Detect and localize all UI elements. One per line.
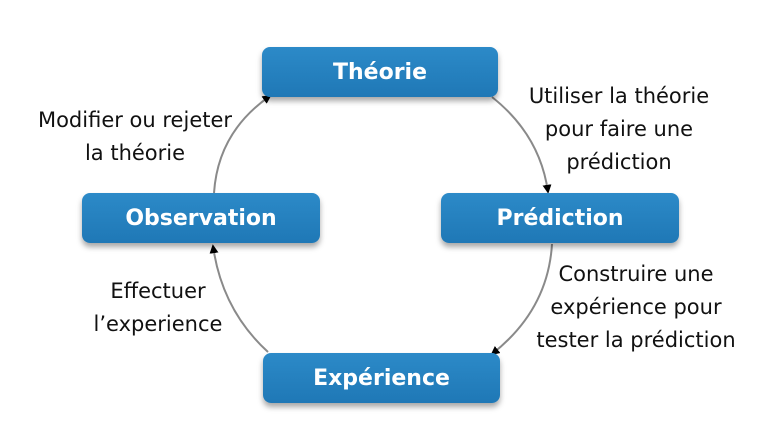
- edge-label-line: tester la prédiction: [536, 328, 736, 352]
- edge-label-line: l’experience: [93, 312, 223, 336]
- node-prediction-label: Prédiction: [496, 205, 624, 231]
- arrow-theorie-to-prediction: [491, 96, 552, 194]
- node-theorie-label: Théorie: [332, 59, 427, 85]
- edge-label-line: Utiliser la théorie: [528, 84, 710, 108]
- edge-label-line: la théorie: [84, 141, 186, 165]
- edge-label-line: prédiction: [566, 150, 672, 174]
- node-prediction: Prédiction: [441, 193, 679, 243]
- edge-label-line: expérience pour: [550, 295, 722, 319]
- edge-label-theorie-to-prediction: Utiliser la théorie pour faire une prédi…: [519, 80, 719, 179]
- edge-label-experience-to-observation: Effectuer l’experience: [78, 275, 238, 341]
- edge-label-line: Construire une: [558, 262, 714, 286]
- edge-label-line: pour faire une: [544, 117, 694, 141]
- edge-label-observation-to-theorie: Modifier ou rejeter la théorie: [25, 104, 245, 170]
- edge-label-prediction-to-experience: Construire une expérience pour tester la…: [526, 258, 746, 357]
- node-experience: Expérience: [263, 353, 500, 403]
- node-theorie: Théorie: [262, 47, 498, 97]
- arrow-observation-to-theorie: [213, 94, 272, 194]
- edge-label-line: Effectuer: [110, 279, 206, 303]
- edge-label-line: Modifier ou rejeter: [37, 108, 233, 132]
- node-observation-label: Observation: [125, 205, 277, 231]
- node-observation: Observation: [82, 193, 320, 243]
- arrow-experience-to-observation: [209, 244, 269, 353]
- arrow-prediction-to-experience: [490, 243, 553, 356]
- node-experience-label: Expérience: [313, 365, 450, 391]
